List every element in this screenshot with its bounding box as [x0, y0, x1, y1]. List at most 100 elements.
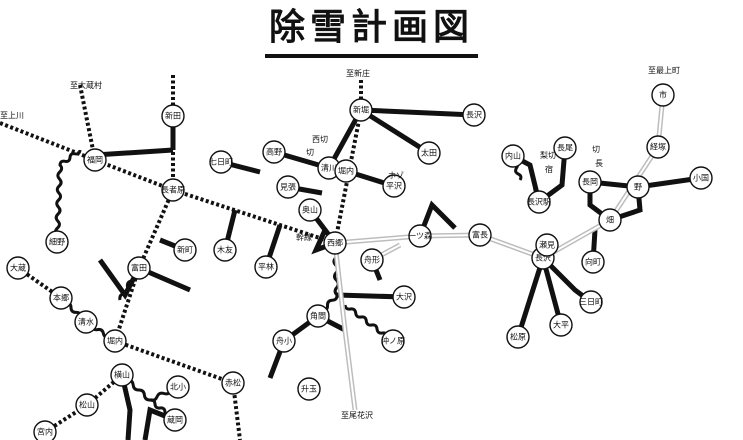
node-circle [392, 285, 416, 309]
road-dotted-0 [0, 121, 336, 245]
node-circle [262, 140, 286, 164]
node-label: 七日町 [209, 158, 233, 167]
road-dotted-8 [137, 189, 175, 269]
node-n40: 長沢駅 [527, 190, 551, 214]
node-n39: 長尾 [553, 136, 577, 160]
edge-label-el5: 至上川 [0, 111, 24, 120]
node-circle [553, 136, 577, 160]
node-n23: 見張 [276, 175, 300, 199]
node-n4: 細野 [45, 230, 69, 254]
node-n32: 長沢 [462, 103, 486, 127]
node-label: 経塚 [650, 142, 666, 152]
node-n3: 長者原 [161, 178, 185, 202]
node-label: 畑 [606, 216, 614, 225]
node-label: 堀内 [107, 336, 123, 346]
node-n21: 木友 [213, 238, 237, 262]
node-label: 高野 [266, 147, 282, 157]
node-circle [323, 231, 347, 255]
node-label: 長者原 [161, 186, 185, 195]
node-n36: 平沢 [382, 174, 406, 198]
node-n12: 北小 [166, 375, 190, 399]
node-n9: 清水 [74, 310, 98, 334]
edge-label-el3: 至最上町 [648, 66, 680, 75]
node-n26: 角間 [306, 304, 330, 328]
node-label: 平林 [258, 262, 274, 272]
node-circle [75, 393, 99, 417]
node-circle [549, 313, 573, 337]
node-circle [276, 175, 300, 199]
node-circle [45, 230, 69, 254]
node-n31: 升玉 [297, 377, 321, 401]
node-circle [408, 224, 432, 248]
node-circle [163, 408, 187, 432]
node-label: 舟形 [364, 255, 380, 265]
node-circle [221, 371, 245, 395]
road-thick-39 [119, 374, 133, 440]
node-label: 太田 [421, 148, 437, 158]
node-label: 大沢 [396, 292, 412, 302]
node-n33: 一ツ森 [408, 224, 432, 248]
node-label: 長沢 [466, 111, 482, 120]
node-label: 堀内 [338, 166, 354, 176]
node-label: 升玉 [301, 385, 317, 394]
node-n27: 舟形 [360, 248, 384, 272]
node-label: 清川 [321, 163, 337, 173]
node-circle [254, 255, 278, 279]
node-circle [578, 170, 602, 194]
node-n10: 堀内 [103, 329, 127, 353]
node-n7: 大蔵 [6, 256, 30, 280]
node-label: 新田 [165, 111, 181, 121]
node-n16: 蔵岡 [163, 408, 187, 432]
node-n11: 赤松 [221, 371, 245, 395]
node-circle [360, 248, 384, 272]
node-n35: 太田 [417, 141, 441, 165]
node-label: 蔵岡 [167, 415, 183, 425]
node-circle [334, 159, 358, 183]
node-label: 見張 [280, 183, 296, 192]
node-n15: 宮内 [33, 420, 57, 440]
node-n52: 瀬見 [535, 233, 559, 257]
node-n6: 富田 [127, 256, 151, 280]
node-circle [462, 103, 486, 127]
node-label: 清水 [78, 317, 94, 327]
node-n28: 大沢 [392, 285, 416, 309]
node-label: 大平 [553, 320, 569, 330]
node-circle [110, 363, 134, 387]
node-n46: 野 [626, 175, 650, 199]
node-circle [535, 233, 559, 257]
road-thick-18 [273, 106, 431, 171]
node-circle [626, 175, 650, 199]
node-label: 瀬見 [539, 240, 555, 250]
node-n34: 富長 [468, 223, 492, 247]
node-label: 富長 [472, 230, 488, 240]
node-circle [417, 141, 441, 165]
node-n37: 堀内 [334, 159, 358, 183]
node-label: 大蔵 [10, 263, 26, 273]
road-thick-32 [515, 257, 546, 338]
node-circle [527, 190, 551, 214]
node-circle [468, 223, 492, 247]
node-label: 野 [634, 183, 642, 192]
node-label: 舟小 [276, 336, 292, 346]
road-label-r4: 切 [592, 145, 600, 154]
node-label: 西郷 [327, 239, 343, 248]
node-circle [579, 290, 603, 314]
node-circle [166, 375, 190, 399]
node-circle [161, 178, 185, 202]
node-n22: 平林 [254, 255, 278, 279]
node-circle [213, 238, 237, 262]
node-label: 奥山 [302, 205, 318, 215]
road-thick-10 [94, 147, 174, 158]
node-label: 三日町 [579, 298, 603, 307]
node-circle [646, 135, 670, 159]
page-title: 除雪計画図 [264, 6, 478, 58]
road-label-r6: ホゾ [388, 171, 404, 180]
node-n48: 畑 [598, 208, 622, 232]
node-circle [209, 150, 233, 174]
node-circle [382, 174, 406, 198]
node-label: 長岡 [582, 178, 598, 187]
node-circle [74, 310, 98, 334]
road-label-r1: 西切 [312, 135, 328, 144]
node-label: 向町 [585, 257, 601, 267]
road-label-r8: 長 [595, 159, 603, 168]
